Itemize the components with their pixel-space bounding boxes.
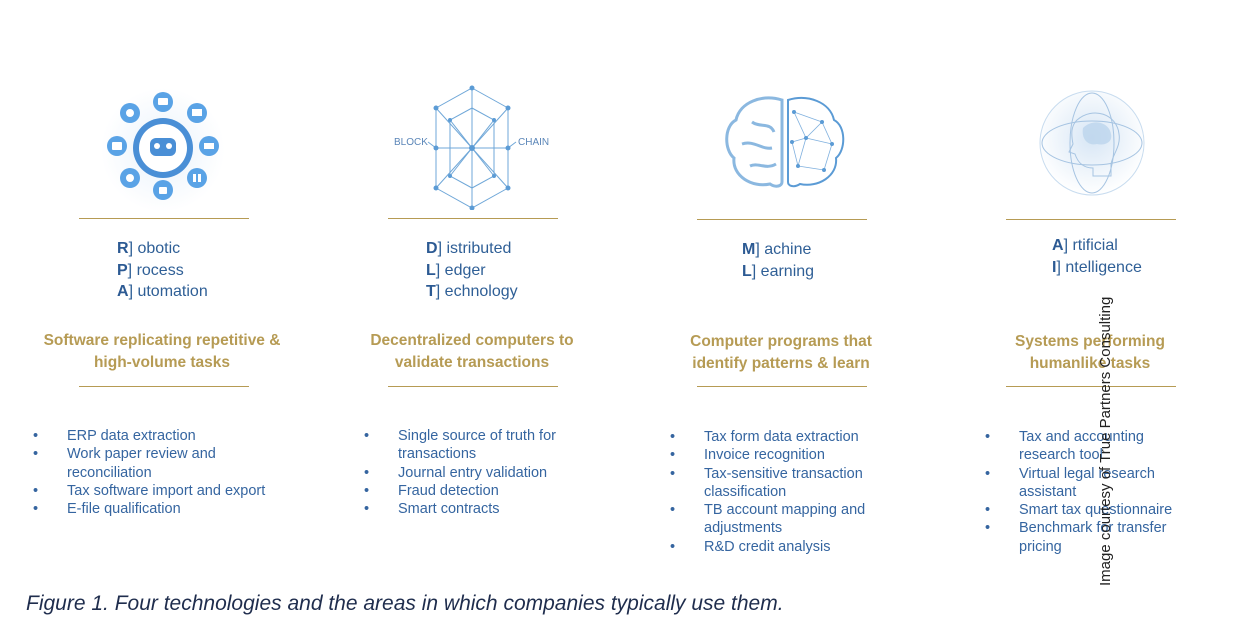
robot-gears-icon	[101, 88, 225, 212]
list-item: TB account mapping and adjustments	[670, 501, 894, 538]
list-item: Tax and accounting research tool	[985, 428, 1169, 465]
brain-network-icon	[725, 96, 845, 188]
acronym-line: L] edger	[426, 261, 486, 279]
list-item: Virtual legal research assistant	[985, 465, 1179, 502]
divider	[79, 218, 249, 219]
divider	[388, 386, 558, 387]
description: Systems performing humanlike tasks	[1015, 333, 1165, 372]
list-item: Benchmark for transfer pricing	[985, 519, 1189, 556]
acronym-ml: M] achine L] earning	[742, 239, 814, 282]
description: Software replicating repetitive & high-v…	[43, 332, 281, 371]
list-item: Tax form data extraction	[670, 428, 900, 447]
acronym-line: L] earning	[742, 262, 815, 280]
list-item: Smart tax questionnaire	[985, 501, 1185, 520]
acronym-rpa: R] obotic P] rocess A] utomation	[117, 238, 208, 303]
list-item: Smart contracts	[364, 500, 594, 519]
blockchain-icon: BLOCK CHAIN	[394, 85, 549, 210]
list-item: Fraud detection	[364, 482, 594, 501]
acronym-ai: A] rtificial I] ntelligence	[1052, 235, 1142, 278]
acronym-line: R] obotic	[117, 240, 181, 257]
figure-caption: Figure 1. Four technologies and the area…	[26, 592, 784, 615]
list-item: R&D credit analysis	[670, 538, 900, 557]
ai-head-icon	[1039, 90, 1145, 196]
block-label: BLOCK	[394, 137, 428, 148]
list-item: Tax software import and export	[33, 482, 283, 501]
list-item: Work paper review and reconciliation	[33, 445, 227, 482]
use-case-list: Tax form data extraction Invoice recogni…	[670, 428, 900, 556]
divider	[1006, 219, 1176, 220]
list-item: Invoice recognition	[670, 446, 900, 465]
acronym-line: T] echnology	[426, 283, 518, 300]
image-credit: Image courtesy of True Partners Consulti…	[1097, 296, 1114, 586]
description: Decentralized computers to validate tran…	[370, 332, 574, 371]
list-item: Single source of truth for transactions	[364, 427, 568, 464]
acronym-line: D] istributed	[426, 240, 512, 257]
use-case-list: ERP data extraction Work paper review an…	[33, 427, 283, 519]
list-item: Tax-sensitive transaction classification	[670, 465, 884, 502]
use-case-list: Single source of truth for transactions …	[364, 427, 594, 519]
acronym-line: M] achine	[742, 241, 812, 258]
acronym-line: A] utomation	[117, 283, 208, 300]
description: Computer programs that identify patterns…	[690, 333, 872, 372]
acronym-line: P] rocess	[117, 261, 184, 279]
divider	[1006, 386, 1176, 387]
divider	[388, 218, 558, 219]
list-item: Journal entry validation	[364, 464, 594, 483]
list-item: ERP data extraction	[33, 427, 283, 446]
acronym-dlt: D] istributed L] edger T] echnology	[426, 238, 518, 303]
divider	[79, 386, 249, 387]
divider	[697, 219, 867, 220]
acronym-line: I] ntelligence	[1052, 258, 1142, 276]
use-case-list: Tax and accounting research tool Virtual…	[985, 428, 1185, 556]
list-item: E-file qualification	[33, 500, 283, 519]
divider	[697, 386, 867, 387]
chain-label: CHAIN	[518, 137, 549, 148]
acronym-line: A] rtificial	[1052, 237, 1118, 254]
